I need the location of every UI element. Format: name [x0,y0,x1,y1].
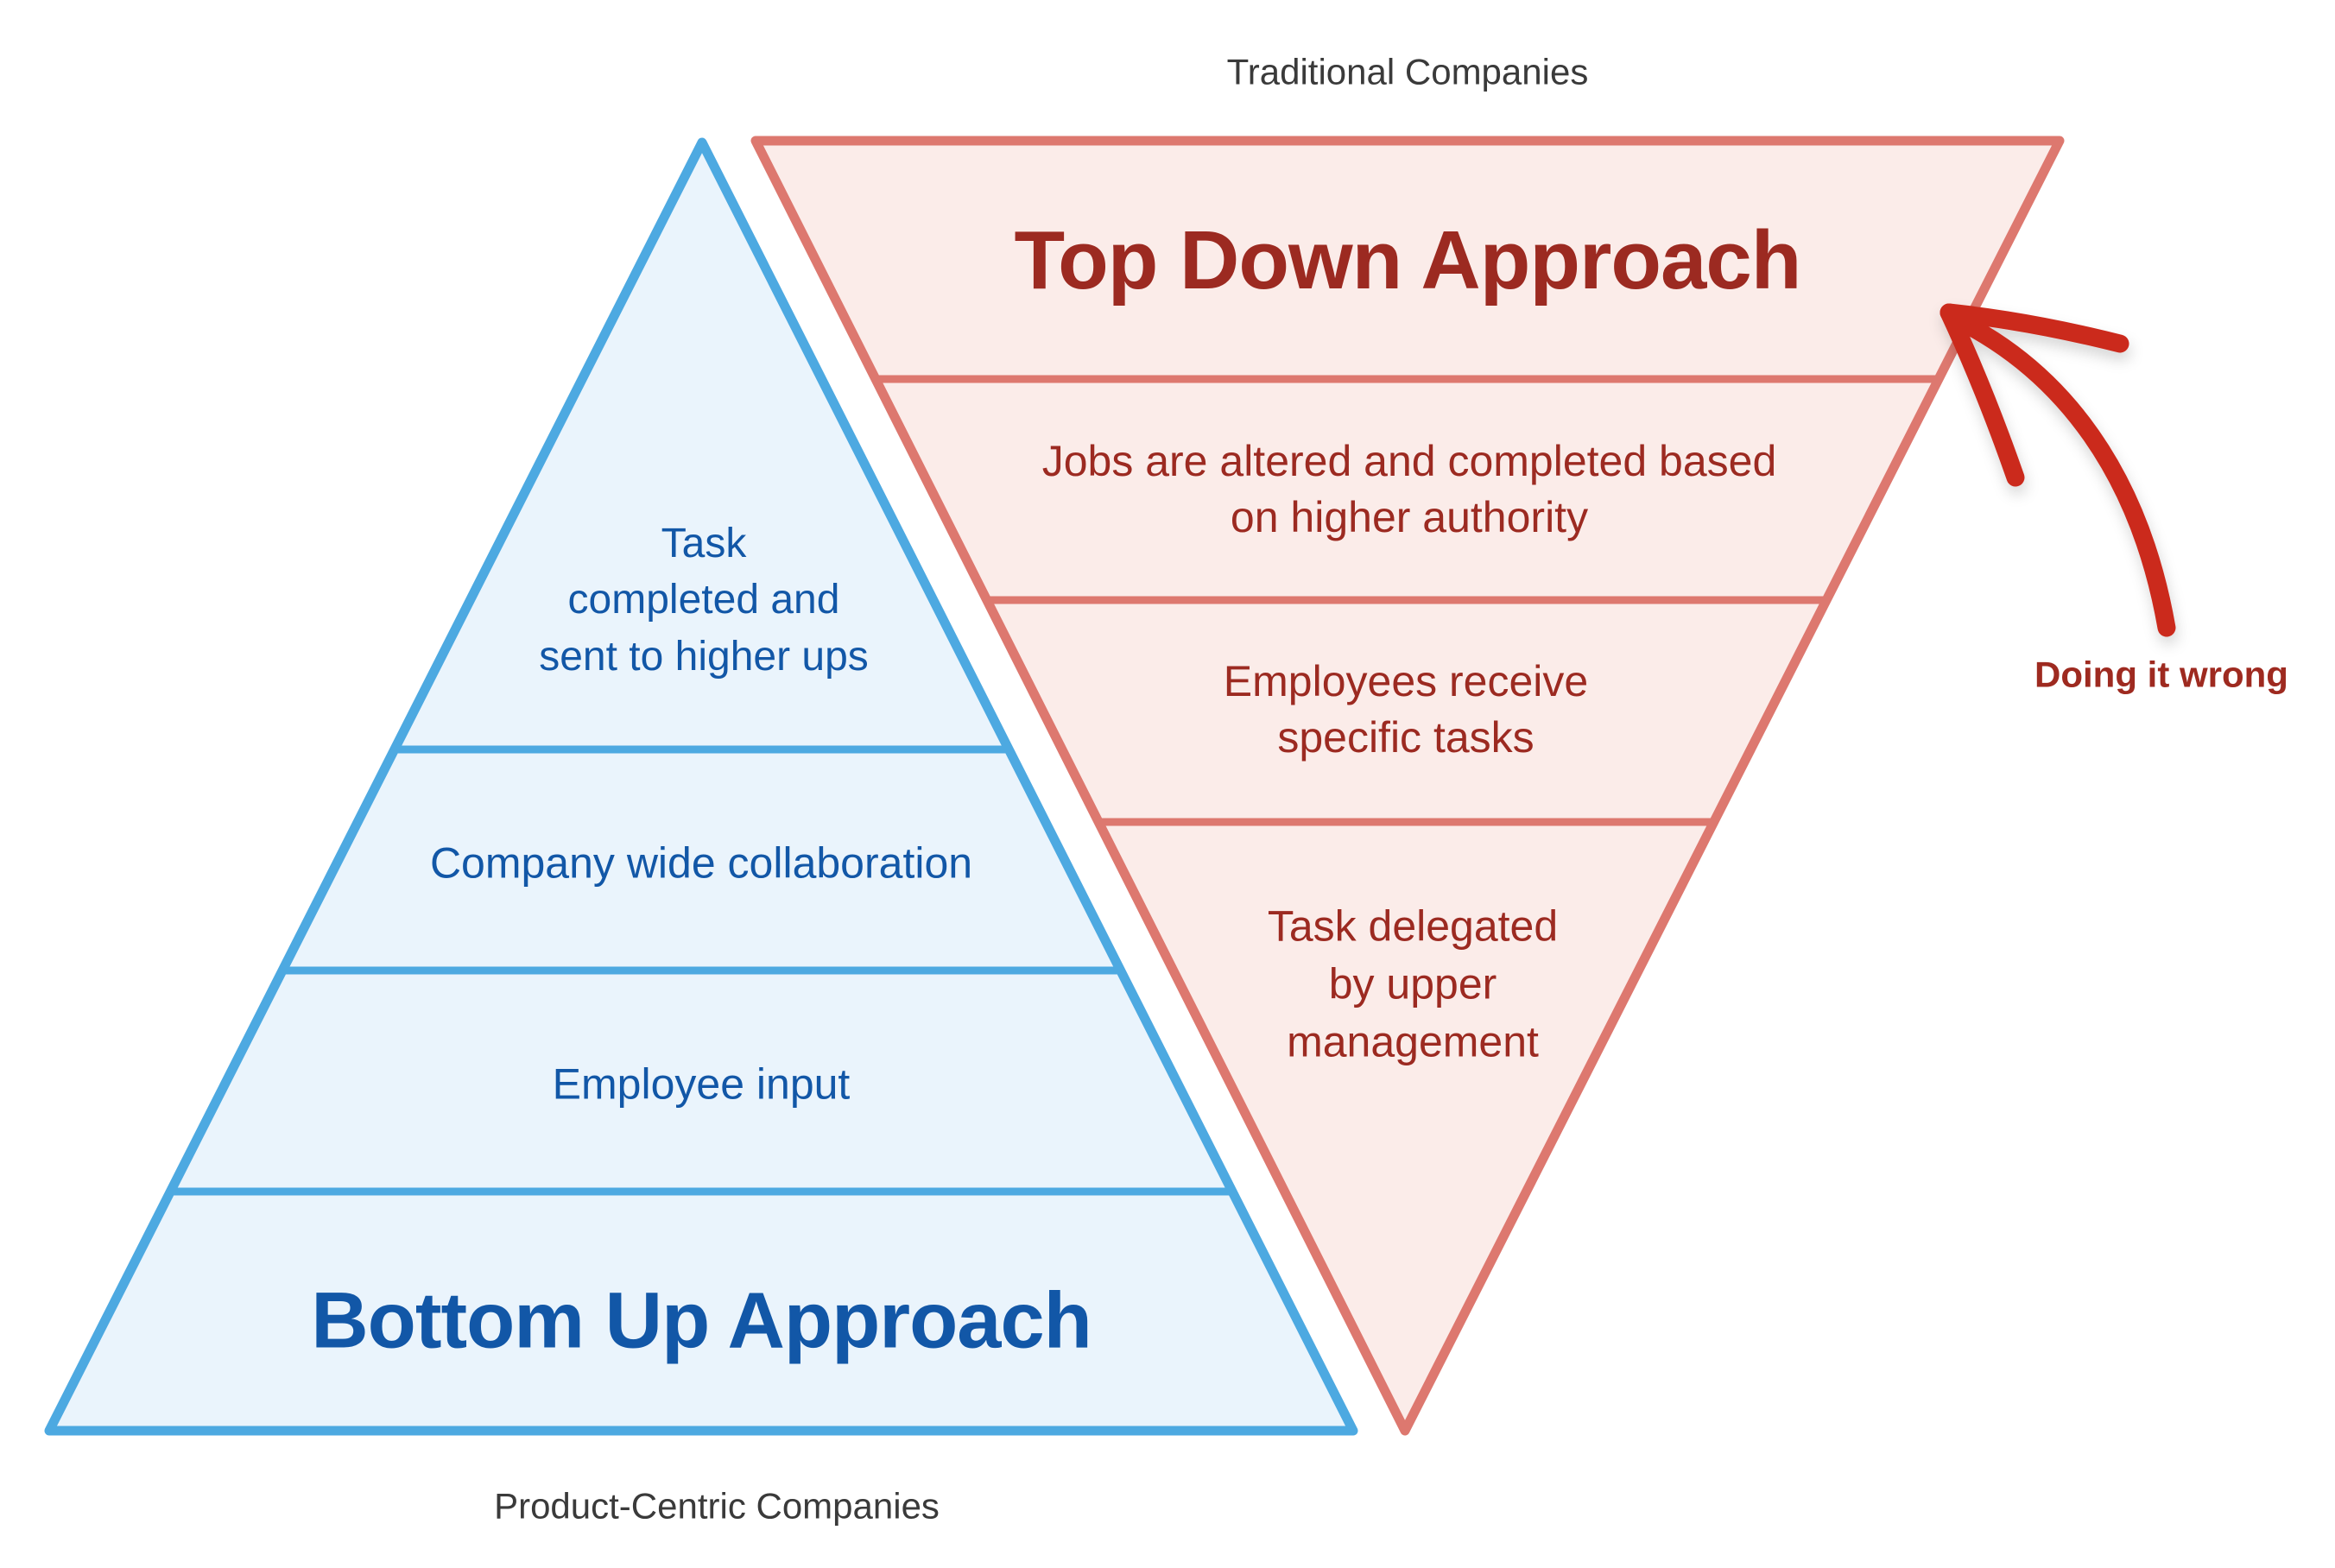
arrow-shaft [1944,308,2176,637]
arrow-barb-lower [1940,303,2025,487]
top-down-pyramid-shape [750,136,2065,1436]
bottom-up-level-2-label: Company wide collaboration [429,838,973,888]
top-down-level-3-label: Employees receive specific tasks [1223,657,1589,762]
top-down-level-2-label: Jobs are altered and completed based on … [1041,437,1777,541]
product-centric-companies-label: Product-Centric Companies [494,1485,940,1527]
traditional-companies-label: Traditional Companies [1226,51,1589,92]
bottom-up-level-1-label: Task completed and sent to higher ups [539,521,869,680]
bottom-up-level-3-label: Employee input [552,1059,851,1109]
bottom-up-title: Bottom Up Approach [311,1276,1092,1365]
top-down-pyramid-outline [750,136,2065,1436]
bottom-up-pyramid-outline [44,137,1358,1436]
bottom-up-pyramid-shape [44,137,1358,1436]
doing-it-wrong-label: Doing it wrong [2034,654,2288,695]
top-down-title: Top Down Approach [1014,214,1802,307]
annotation-arrow-icon [1940,303,2176,637]
arrow-barb-upper [1940,303,2129,353]
top-down-level-4-label: Task delegated by upper management [1267,901,1559,1066]
